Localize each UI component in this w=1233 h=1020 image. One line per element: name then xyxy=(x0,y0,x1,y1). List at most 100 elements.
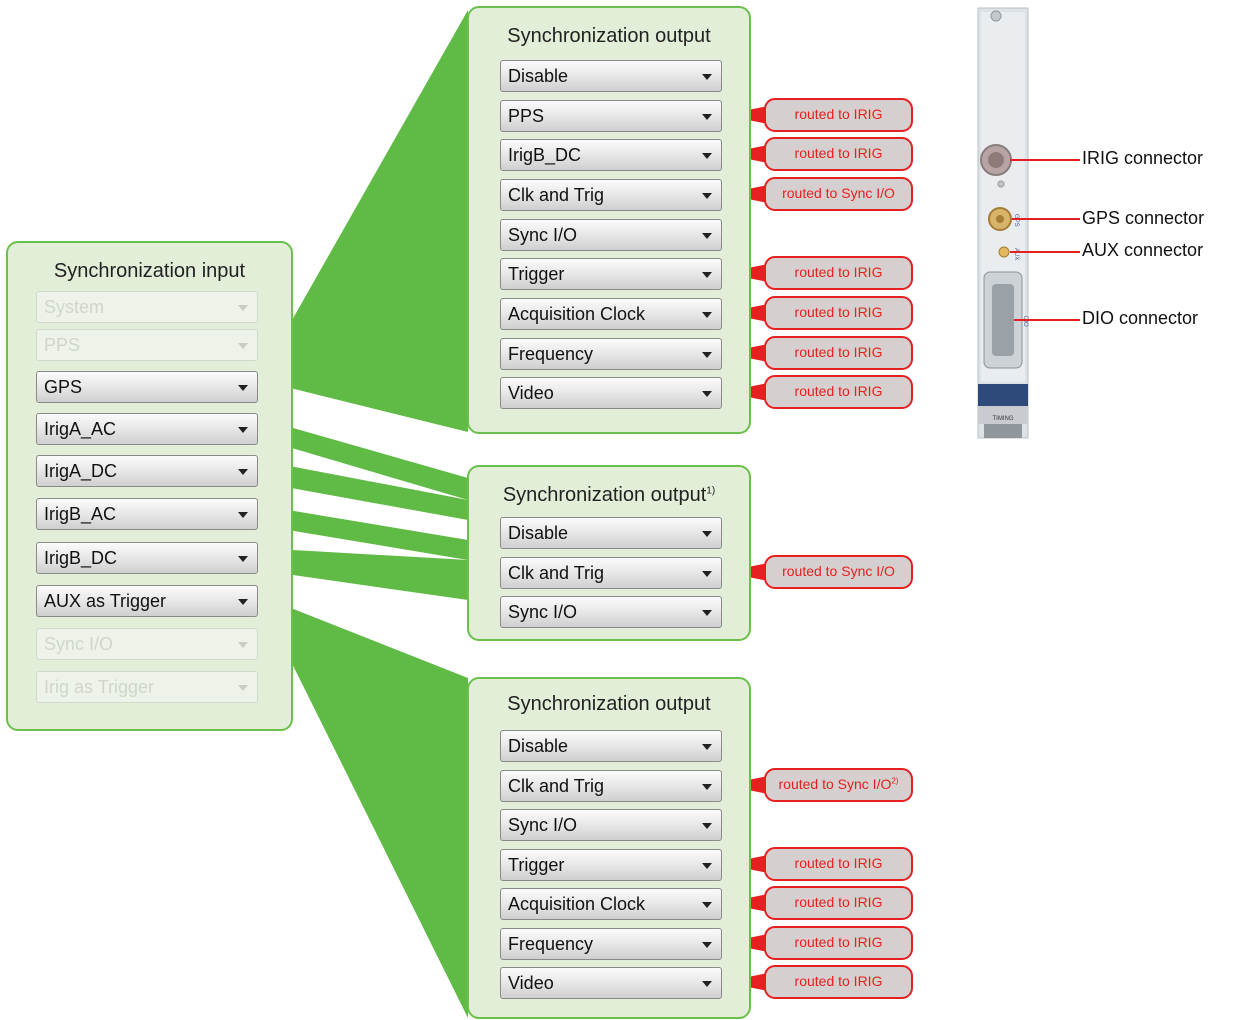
output-3-select-acquisition-clock[interactable]: Acquisition Clock xyxy=(500,888,722,920)
note-callout xyxy=(764,926,913,960)
output-1-select-video[interactable]: Video xyxy=(500,377,722,409)
routing-note: routed to IRIG xyxy=(794,934,883,950)
note-callout xyxy=(764,98,913,132)
input-select-system[interactable]: System xyxy=(36,291,258,323)
input-select-iriga-ac[interactable]: IrigA_AC xyxy=(36,413,258,445)
routing-note: routed to IRIG xyxy=(794,304,883,320)
chevron-down-icon[interactable] xyxy=(238,599,248,605)
output-3-select-video[interactable]: Video xyxy=(500,967,722,999)
output-1-select-irigb-dc[interactable]: IrigB_DC xyxy=(500,139,722,171)
input-select-irigb-dc[interactable]: IrigB_DC xyxy=(36,542,258,574)
chevron-down-icon[interactable] xyxy=(702,610,712,616)
output-3-select-trigger[interactable]: Trigger xyxy=(500,849,722,881)
select-value: Video xyxy=(508,973,554,993)
note-callout xyxy=(764,768,913,802)
output-1-select-pps[interactable]: PPS xyxy=(500,100,722,132)
input-select-aux-as-trigger[interactable]: AUX as Trigger xyxy=(36,585,258,617)
chevron-down-icon[interactable] xyxy=(702,784,712,790)
funnel-gps-to-output xyxy=(258,10,468,432)
output-1-select-trigger[interactable]: Trigger xyxy=(500,258,722,290)
chevron-down-icon[interactable] xyxy=(702,863,712,869)
routing-note: routed to IRIG xyxy=(794,973,883,989)
input-select-irig-as-trigger[interactable]: Irig as Trigger xyxy=(36,671,258,703)
note-callout xyxy=(764,847,913,881)
routing-note: routed to Sync I/O xyxy=(782,563,895,579)
output-2-select-sync-i-o[interactable]: Sync I/O xyxy=(500,596,722,628)
funnel-irig-to-output xyxy=(258,418,468,600)
output-1-select-acquisition-clock[interactable]: Acquisition Clock xyxy=(500,298,722,330)
chevron-down-icon[interactable] xyxy=(702,233,712,239)
hardware-panel-image: GPS AUX DIO TIMING xyxy=(977,7,1029,439)
hw-label-timing: TIMING xyxy=(993,416,1014,422)
select-value: PPS xyxy=(508,106,545,126)
chevron-down-icon[interactable] xyxy=(702,571,712,577)
note-callout xyxy=(764,965,913,999)
select-value: Sync I/O xyxy=(44,634,114,654)
select-value: Frequency xyxy=(508,934,594,954)
chevron-down-icon[interactable] xyxy=(238,305,248,311)
chevron-down-icon[interactable] xyxy=(238,556,248,562)
chevron-down-icon[interactable] xyxy=(702,942,712,948)
select-value: Video xyxy=(508,383,554,403)
output-2-select-clk-and-trig[interactable]: Clk and Trig xyxy=(500,557,722,589)
select-value: Disable xyxy=(508,736,569,756)
chevron-down-icon[interactable] xyxy=(702,902,712,908)
routing-note: routed to Sync I/O xyxy=(782,185,895,201)
chevron-down-icon[interactable] xyxy=(702,193,712,199)
chevron-down-icon[interactable] xyxy=(702,272,712,278)
chevron-down-icon[interactable] xyxy=(702,744,712,750)
input-select-iriga-dc[interactable]: IrigA_DC xyxy=(36,455,258,487)
chevron-down-icon[interactable] xyxy=(702,981,712,987)
output-1-select-frequency[interactable]: Frequency xyxy=(500,338,722,370)
output-3-select-sync-i-o[interactable]: Sync I/O xyxy=(500,809,722,841)
routing-note: routed to IRIG xyxy=(794,106,883,122)
routing-note: routed to IRIG xyxy=(794,383,883,399)
chevron-down-icon[interactable] xyxy=(702,352,712,358)
chevron-down-icon[interactable] xyxy=(238,385,248,391)
select-value: Disable xyxy=(508,523,569,543)
output-3-select-frequency[interactable]: Frequency xyxy=(500,928,722,960)
chevron-down-icon[interactable] xyxy=(702,153,712,159)
select-value: GPS xyxy=(44,377,83,397)
select-value: Trigger xyxy=(508,855,565,875)
chevron-down-icon[interactable] xyxy=(238,469,248,475)
chevron-down-icon[interactable] xyxy=(238,343,248,349)
chevron-down-icon[interactable] xyxy=(702,74,712,80)
note-callout xyxy=(764,375,913,409)
select-value: IrigB_AC xyxy=(44,504,117,524)
output-2-select-disable[interactable]: Disable xyxy=(500,517,722,549)
input-select-irigb-ac[interactable]: IrigB_AC xyxy=(36,498,258,530)
chevron-down-icon[interactable] xyxy=(702,823,712,829)
chevron-down-icon[interactable] xyxy=(238,642,248,648)
select-value: Trigger xyxy=(508,264,565,284)
output-1-select-sync-i-o[interactable]: Sync I/O xyxy=(500,219,722,251)
select-value: Sync I/O xyxy=(508,225,578,245)
output-3-select-clk-and-trig[interactable]: Clk and Trig xyxy=(500,770,722,802)
chevron-down-icon[interactable] xyxy=(702,391,712,397)
routing-note: routed to IRIG xyxy=(794,145,883,161)
chevron-down-icon[interactable] xyxy=(702,531,712,537)
input-select-pps[interactable]: PPS xyxy=(36,329,258,361)
chevron-down-icon[interactable] xyxy=(238,512,248,518)
output-1-select-disable[interactable]: Disable xyxy=(500,60,722,92)
select-value: AUX as Trigger xyxy=(44,591,167,611)
hw-label-dio: DIO xyxy=(1022,316,1028,327)
routing-note: routed to IRIG xyxy=(794,344,883,360)
select-value: Clk and Trig xyxy=(508,185,605,205)
input-select-gps[interactable]: GPS xyxy=(36,371,258,403)
sync-output-title-2: Synchronization output1) xyxy=(502,484,716,506)
chevron-down-icon[interactable] xyxy=(238,427,248,433)
input-select-sync-i-o[interactable]: Sync I/O xyxy=(36,628,258,660)
output-3-select-disable[interactable]: Disable xyxy=(500,730,722,762)
chevron-down-icon[interactable] xyxy=(238,685,248,691)
routing-notes xyxy=(723,98,913,999)
note-callout xyxy=(764,177,913,211)
output-1-select-clk-and-trig[interactable]: Clk and Trig xyxy=(500,179,722,211)
irig-connector-label: IRIG connector xyxy=(1082,148,1204,168)
sync-output-title-1: Synchronization output xyxy=(507,25,711,47)
chevron-down-icon[interactable] xyxy=(702,312,712,318)
select-value: IrigA_DC xyxy=(44,461,118,481)
note-callout xyxy=(764,336,913,370)
chevron-down-icon[interactable] xyxy=(702,114,712,120)
